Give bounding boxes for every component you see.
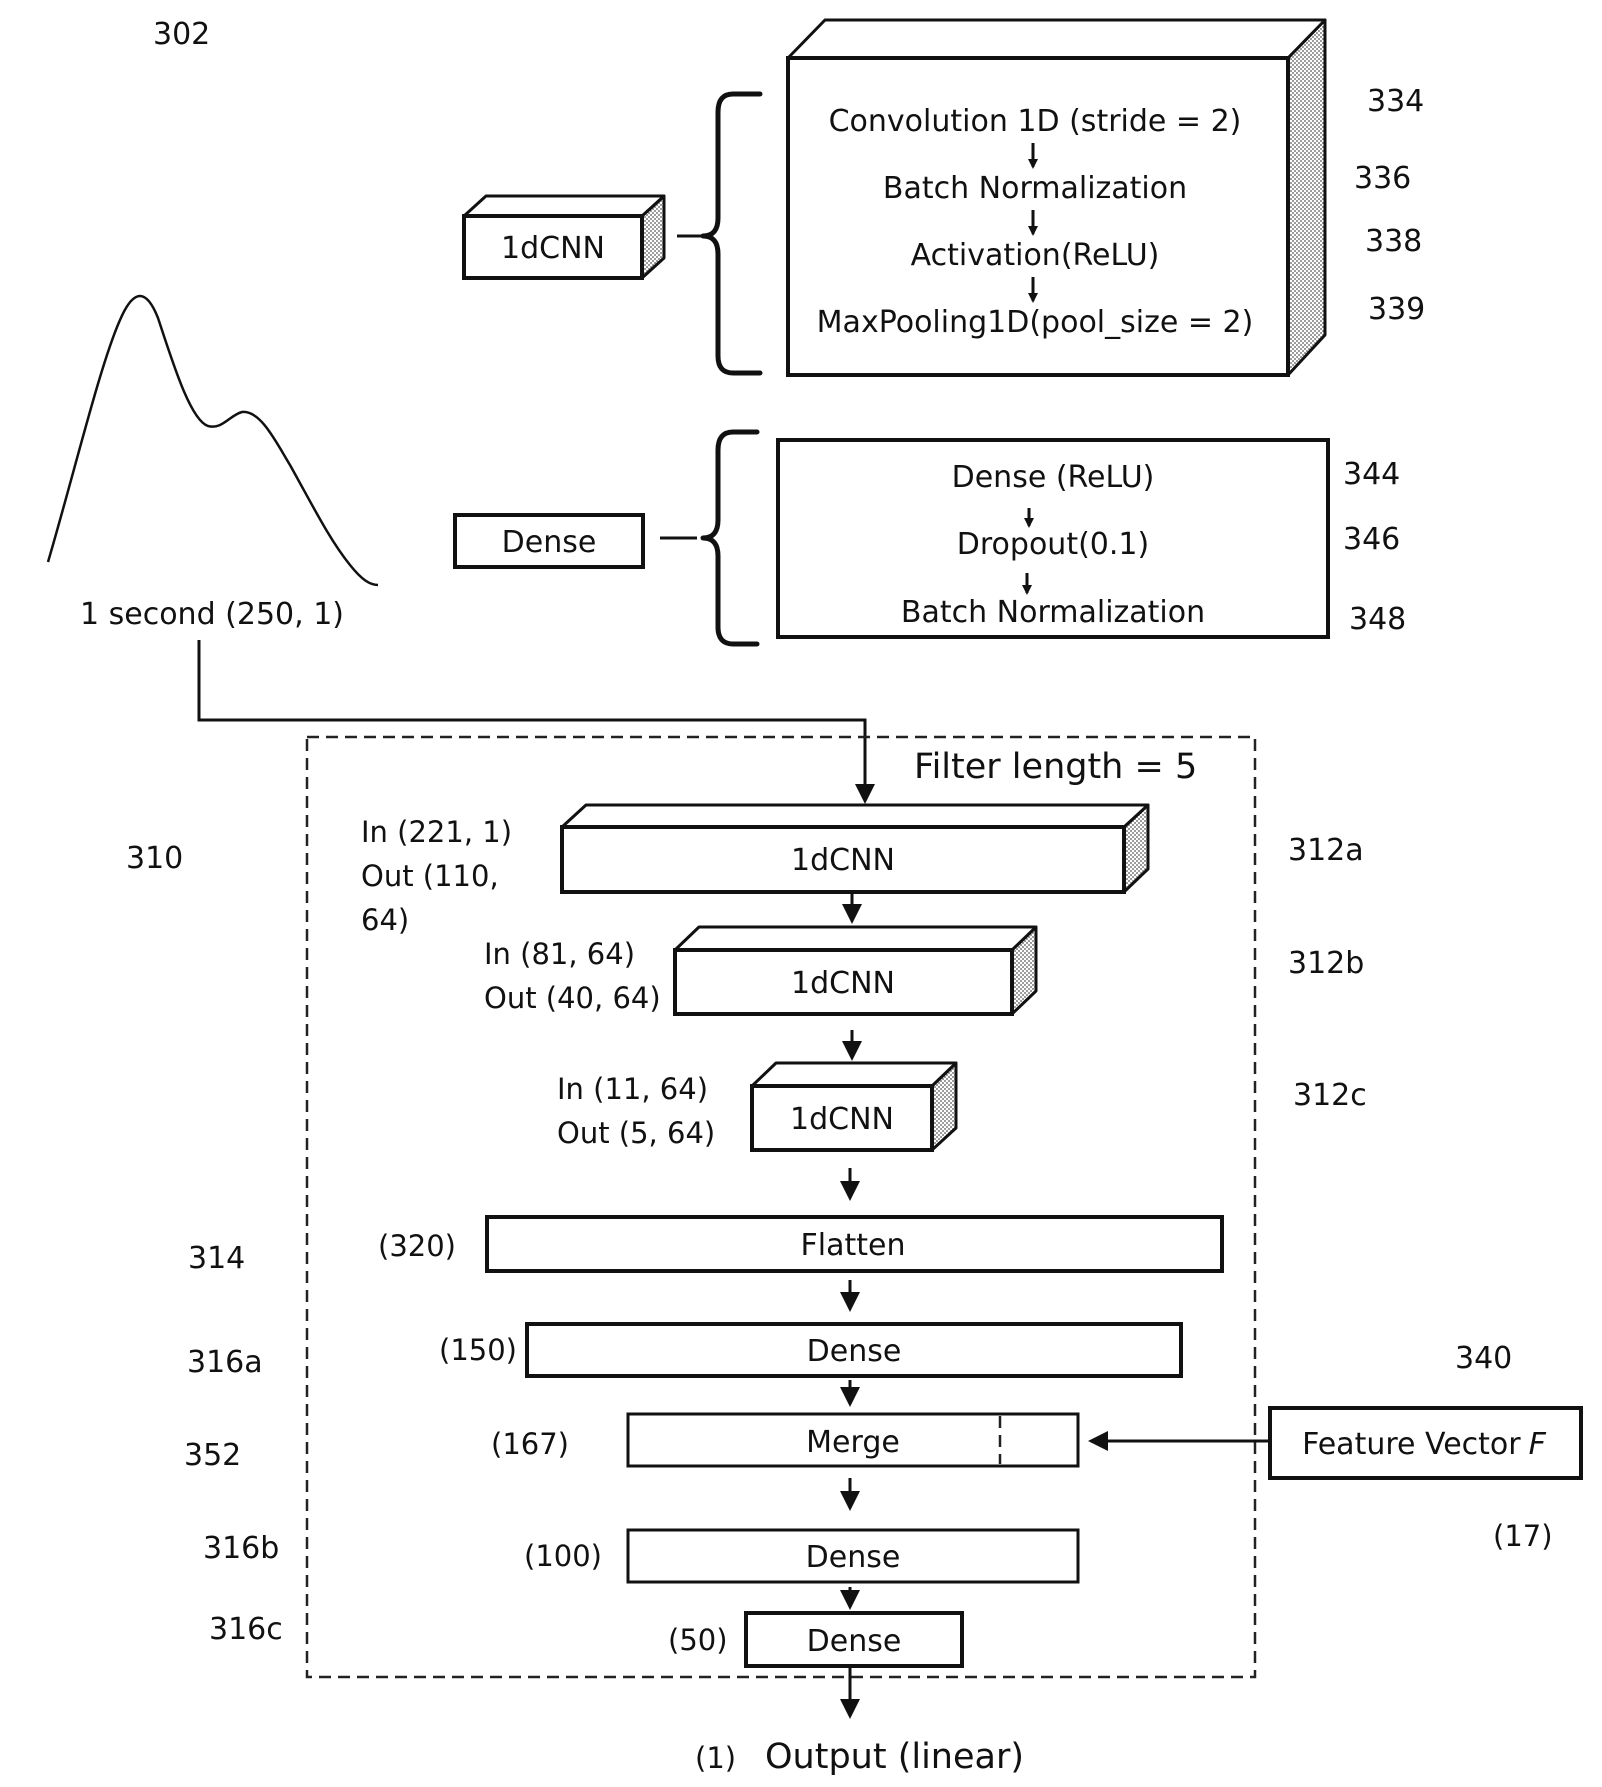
filter-length-note: Filter length = 5 bbox=[914, 747, 1197, 787]
ref-338: 338 bbox=[1365, 224, 1422, 259]
cnn-block-3-out: Out (5, 64) bbox=[557, 1116, 715, 1150]
ref-316c: 316c bbox=[209, 1612, 283, 1647]
feature-vector-text: Feature Vector bbox=[1302, 1427, 1521, 1462]
ref-334: 334 bbox=[1367, 84, 1424, 119]
feature-vector-symbol: F bbox=[1529, 1427, 1547, 1462]
ref-346: 346 bbox=[1343, 522, 1400, 557]
legend-dense-step-2: Dropout(0.1) bbox=[957, 527, 1149, 562]
flatten-dim: (320) bbox=[378, 1229, 456, 1263]
dense-block-1-dim: (150) bbox=[439, 1333, 517, 1367]
cnn-block-2-label: 1dCNN bbox=[791, 966, 895, 1001]
cnn-block-2-out: Out (40, 64) bbox=[484, 981, 661, 1015]
legend-cnn: 1dCNN Convolution 1D (stride = 2) Batch … bbox=[464, 20, 1325, 375]
ref-348: 348 bbox=[1349, 602, 1406, 637]
cnn-block-2-in: In (81, 64) bbox=[484, 937, 635, 971]
ref-312a: 312a bbox=[1288, 833, 1364, 868]
ref-340: 340 bbox=[1455, 1341, 1512, 1376]
dense-block-3-dim: (50) bbox=[668, 1623, 728, 1657]
legend-cnn-brace bbox=[703, 94, 760, 373]
cnn-block-1-out-cont: 64) bbox=[361, 903, 409, 937]
legend-cnn-block: 1dCNN bbox=[464, 196, 664, 278]
output-dim: (1) bbox=[695, 1741, 736, 1775]
input-connector bbox=[199, 640, 865, 800]
legend-dense-step-1: Dense (ReLU) bbox=[952, 460, 1155, 495]
cnn-block-3: 1dCNN bbox=[752, 1063, 956, 1150]
cnn-block-1-label: 1dCNN bbox=[791, 843, 895, 878]
legend-dense-brace bbox=[703, 432, 757, 644]
cnn-block-2: 1dCNN bbox=[675, 927, 1036, 1014]
legend-cnn-step-1: Convolution 1D (stride = 2) bbox=[829, 104, 1242, 139]
ref-314: 314 bbox=[188, 1241, 245, 1276]
legend-cnn-block-label: 1dCNN bbox=[501, 231, 605, 266]
ref-310: 310 bbox=[126, 841, 183, 876]
dense-block-1-label: Dense bbox=[807, 1334, 902, 1369]
legend-dense: Dense Dense (ReLU) Dropout(0.1) Batch No… bbox=[455, 432, 1328, 644]
cnn-block-1-out: Out (110, bbox=[361, 859, 499, 893]
dense-block-2-dim: (100) bbox=[524, 1539, 602, 1573]
cnn-block-1: 1dCNN bbox=[562, 805, 1148, 892]
legend-dense-step-3: Batch Normalization bbox=[901, 595, 1205, 630]
legend-cnn-step-4: MaxPooling1D(pool_size = 2) bbox=[817, 305, 1254, 340]
dense-block-2-label: Dense bbox=[806, 1540, 901, 1575]
cnn-block-3-in: In (11, 64) bbox=[557, 1072, 708, 1106]
legend-cnn-step-2: Batch Normalization bbox=[883, 171, 1187, 206]
signal-waveform bbox=[48, 296, 378, 585]
merge-dim: (167) bbox=[491, 1427, 569, 1461]
ref-336: 336 bbox=[1354, 161, 1411, 196]
output-label: Output (linear) bbox=[765, 1737, 1024, 1777]
ref-352: 352 bbox=[184, 1438, 241, 1473]
signal-label: 1 second (250, 1) bbox=[80, 597, 344, 632]
ref-316b: 316b bbox=[203, 1531, 279, 1566]
feature-vector-label: Feature VectorF bbox=[1302, 1427, 1547, 1462]
ref-312b: 312b bbox=[1288, 946, 1364, 981]
cnn-block-1-in: In (221, 1) bbox=[361, 815, 512, 849]
dense-block-3-label: Dense bbox=[807, 1624, 902, 1659]
cnn-block-3-label: 1dCNN bbox=[790, 1102, 894, 1137]
feature-vector-dim: (17) bbox=[1493, 1519, 1553, 1553]
ref-344: 344 bbox=[1343, 457, 1400, 492]
ref-302: 302 bbox=[153, 17, 210, 52]
ref-312c: 312c bbox=[1293, 1078, 1367, 1113]
merge-label: Merge bbox=[806, 1425, 900, 1460]
legend-dense-block-label: Dense bbox=[502, 525, 597, 560]
ref-339: 339 bbox=[1368, 292, 1425, 327]
legend-cnn-step-3: Activation(ReLU) bbox=[911, 238, 1160, 273]
ref-316a: 316a bbox=[187, 1345, 263, 1380]
flatten-label: Flatten bbox=[801, 1228, 906, 1263]
